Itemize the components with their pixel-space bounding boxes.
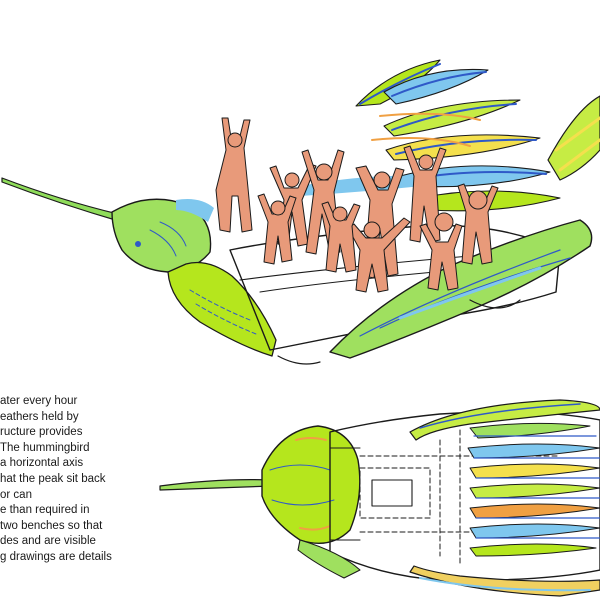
description-text: ater every hour eathers held by ructure … [0,394,150,566]
bird-eye [135,241,141,247]
plan-body [329,411,600,581]
plan-head [261,425,361,544]
beak [1,177,123,223]
figure [347,217,411,293]
caption-line: e than required in [0,504,90,517]
caption-line: ater every hour [0,395,78,407]
left-wing [167,261,277,357]
side-view-hummingbird [1,59,600,365]
caption-line: The hummingbird [0,441,90,454]
caption-line: ructure provides [0,426,83,439]
plan-feathers [467,422,600,557]
plan-view-hummingbird [159,399,600,597]
caption-line: a horizontal axis [0,457,84,470]
plan-beak [159,479,273,491]
dancing-figures [215,117,499,293]
caption-line: eathers held by [0,410,79,423]
figure [419,223,463,291]
caption-line: two benches so that [0,519,103,532]
plan-structure [359,429,561,567]
caption-line: hat the peak sit back [0,472,106,485]
caption-line: des and are visible [0,535,96,548]
caption-line: or can [0,488,32,501]
caption-line: g drawings are details [0,550,112,563]
